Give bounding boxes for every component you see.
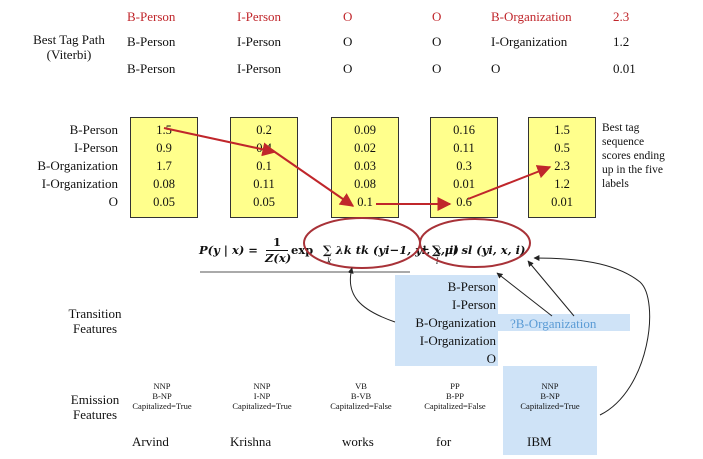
best-path-row-3: B-Person I-Person O O O 0.01 [127, 61, 636, 76]
word-works: works [342, 434, 374, 449]
score-cell: 0.03 [354, 159, 376, 173]
emission-feature-arvind: NNP B-NP Capitalized=True [132, 381, 192, 411]
viterbi-arrow-1 [163, 127, 277, 157]
score-cell: 0.08 [354, 177, 376, 191]
lattice-row-label: B-Person [69, 122, 118, 137]
lattice-row-label: I-Organization [41, 176, 118, 191]
score-cell: 0.1 [357, 195, 373, 209]
score-cell: 2.3 [554, 159, 570, 173]
score-cell: 1.5 [156, 123, 172, 137]
lattice-row-label: B-Organization [37, 158, 118, 173]
arrow-query-to-emission [527, 260, 575, 317]
transition-box [395, 275, 498, 366]
score-cell: 0.09 [354, 123, 376, 137]
emission-feature-ibm: NNP B-NP Capitalized=True [520, 381, 580, 411]
arrow-ibm-to-emission [533, 255, 651, 416]
score-cell: 0.1 [256, 159, 272, 173]
best-path-row-2: B-Person I-Person O O I-Organization 1.2 [127, 34, 630, 49]
score-cell: 1.5 [554, 123, 570, 137]
score-cell: 1.2 [554, 177, 570, 191]
query-box [498, 314, 630, 331]
score-cell: 0.05 [253, 195, 275, 209]
score-cell: 0.02 [354, 141, 376, 155]
emission-term-ellipse [419, 218, 531, 268]
arrow-to-transition-term [347, 267, 396, 323]
transition-term-ellipse [303, 217, 421, 269]
score-cell: 0.08 [153, 177, 175, 191]
word-krishna: Krishna [230, 434, 272, 449]
best-path-row-1: B-Person I-Person O O B-Organization 2.3 [127, 9, 630, 24]
best-path-label: Best Tag Path (Viterbi) [33, 32, 105, 62]
score-cell: 1.7 [156, 159, 172, 173]
score-cell: 0.11 [453, 141, 475, 155]
emission-label: Emission Features [70, 392, 120, 422]
arrow-query-to-transition [496, 272, 553, 317]
word-ibm: IBM [527, 434, 552, 449]
transition-label: Transition Features [68, 306, 122, 336]
emission-feature-krishna: NNP I-NP Capitalized=True [232, 381, 292, 411]
viterbi-arrow-4 [467, 165, 552, 200]
word-for: for [436, 434, 452, 449]
emission-feature-works: VB B-VB Capitalized=False [330, 381, 392, 411]
emission-ibm-box [503, 366, 597, 455]
side-note: Best tag sequence scores ending up in th… [602, 122, 665, 190]
score-cell: 0.01 [453, 177, 475, 191]
fraction-bar [266, 250, 288, 251]
transition-tags: B-Person I-Person B-Organization I-Organ… [415, 279, 496, 366]
score-cell: 0.3 [456, 159, 472, 173]
score-cell: 0.16 [453, 123, 475, 137]
score-cell: 0.01 [551, 195, 573, 209]
score-cell: 0.9 [156, 141, 172, 155]
score-cell: 0.5 [554, 141, 570, 155]
query-label: ?B-Organization [510, 316, 597, 331]
word-arvind: Arvind [132, 434, 169, 449]
lattice-row-label: O [108, 194, 118, 209]
lattice-row-label: I-Person [73, 140, 118, 155]
score-cell: 0.2 [256, 123, 272, 137]
viterbi-arrow-2 [271, 149, 355, 207]
score-cell: 0.11 [253, 177, 275, 191]
score-cell: 0.05 [153, 195, 175, 209]
emission-feature-for: PP B-PP Capitalized=False [424, 381, 486, 411]
